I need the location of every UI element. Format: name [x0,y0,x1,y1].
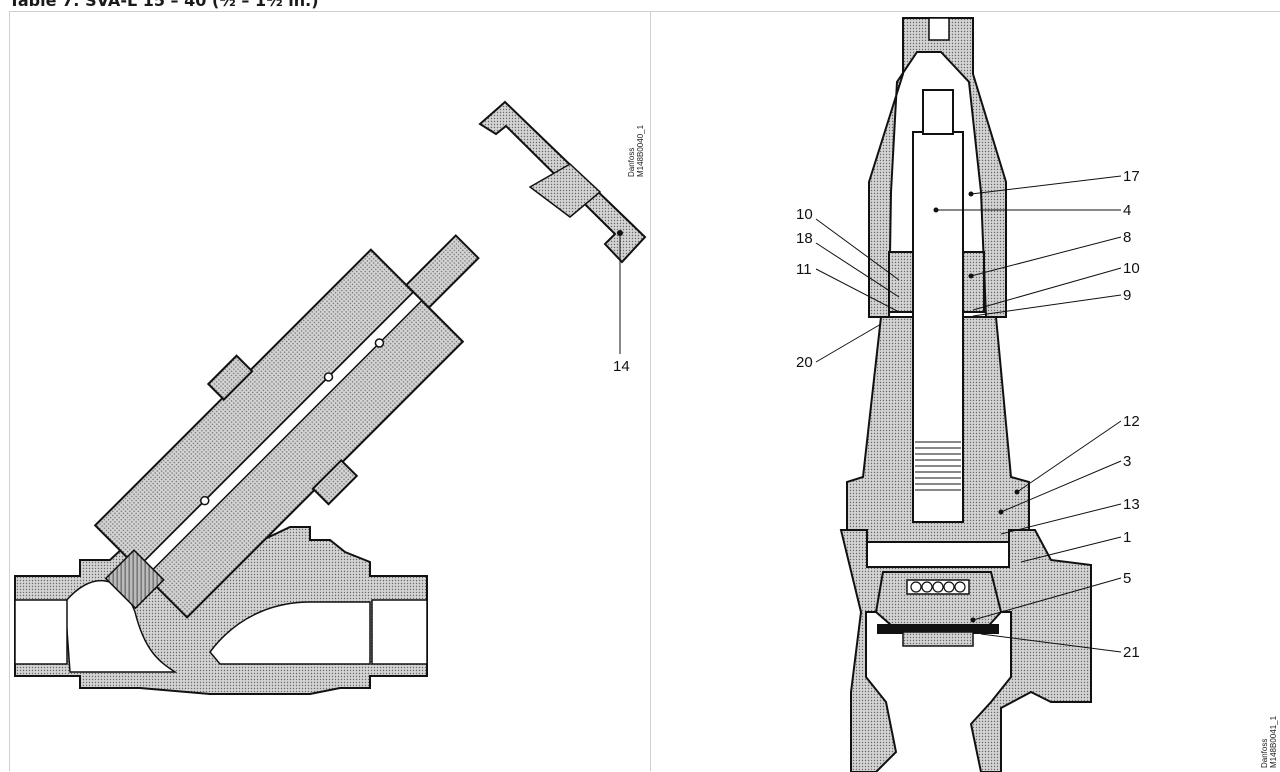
spindle [912,131,964,523]
valve-section-drawing-right: 17 4 8 10 9 12 3 13 1 5 21 10 18 11 20 D… [651,11,1280,772]
drawing-code-brand-left: Danfoss [627,148,636,177]
flow-passage-left [64,579,178,673]
callout-4: 4 [1123,202,1131,219]
cone-seat [104,549,165,610]
table-caption: Table 7: SVA-L 15 – 40 (½ – 1½ in.) [9,0,319,10]
callout-10-right: 10 [1123,260,1140,277]
callout-5: 5 [1123,570,1131,587]
drawing-code-brand-right: Danfoss [1260,739,1269,768]
outlet-port [371,599,428,665]
callout-14: 14 [613,358,630,375]
valve-section-svg-right: 17 4 8 10 9 12 3 13 1 5 21 10 18 11 20 D… [796,17,1278,772]
seal-ring [877,624,999,634]
callout-13: 13 [1123,496,1140,513]
callout-11: 11 [796,261,812,278]
inlet-port [14,599,68,665]
handwheel-cap [478,100,647,264]
gland-seal [404,234,480,310]
packing-nut-lower [311,458,359,506]
drawing-code-number-right: M148B0041_1 [1269,715,1278,768]
flow-passage-right [209,601,371,665]
callout-1: 1 [1123,529,1131,546]
callout-17: 17 [1123,168,1140,185]
callout-9: 9 [1123,287,1131,304]
spindle-top [922,89,954,135]
protective-cap [868,17,1007,318]
callout-12: 12 [1123,413,1140,430]
callout-8: 8 [1123,229,1131,246]
callout-18: 18 [796,230,813,247]
drawing-code-number-left: M148B0040_1 [636,124,645,177]
callout-3: 3 [1123,453,1131,470]
callout-10-left: 10 [796,206,813,223]
valve-section-drawing-left: 14 Danfoss M148B0040_1 [9,11,651,771]
valve-body [839,529,1092,772]
valve-section-svg-left: 14 Danfoss M148B0040_1 [14,100,647,695]
callout-21: 21 [1123,644,1140,661]
packing-nut-upper [206,354,254,401]
callout-20: 20 [796,354,813,371]
